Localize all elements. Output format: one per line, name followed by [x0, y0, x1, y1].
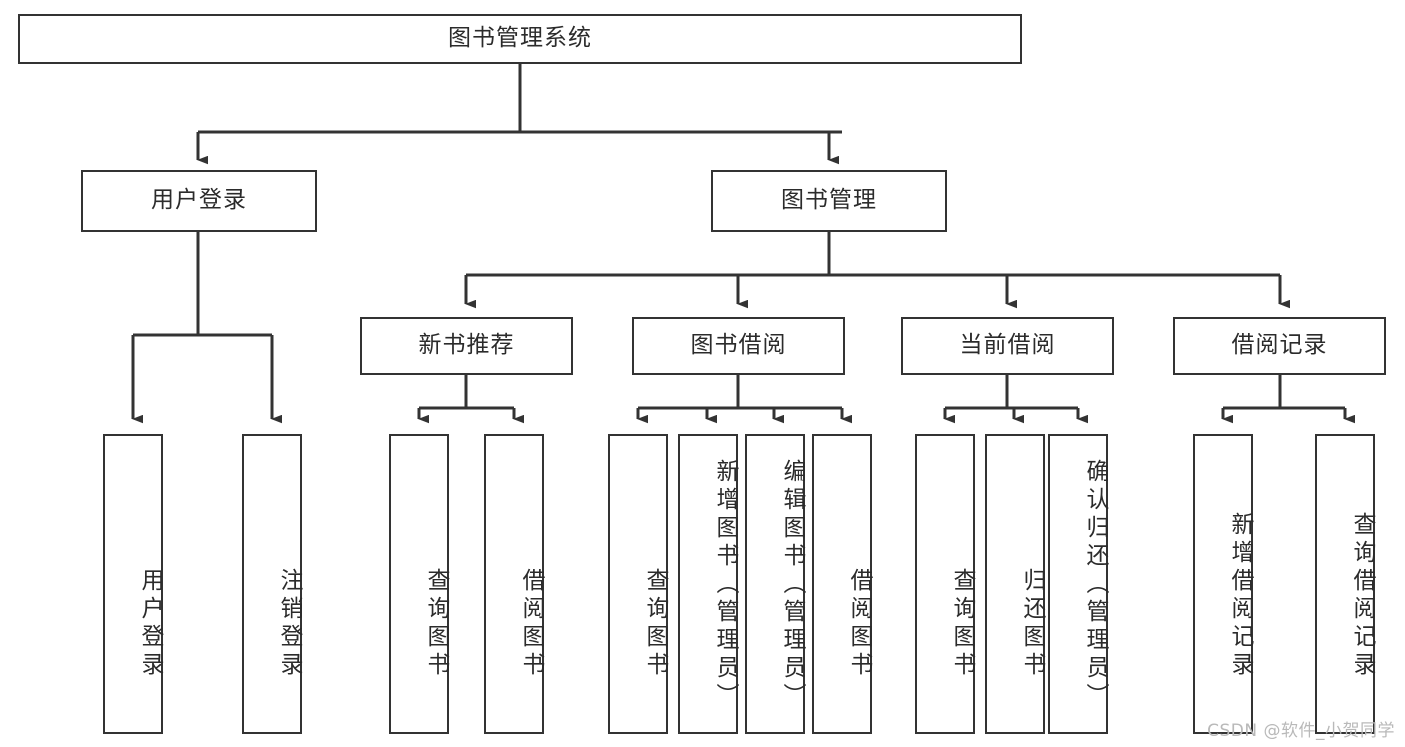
leaf-query-book-2[interactable]: 查询图书: [608, 434, 668, 734]
node-current-borrow[interactable]: 当前借阅: [901, 317, 1114, 375]
edges-bookborrow-to-leaves: [636, 375, 852, 424]
node-root[interactable]: 图书管理系统: [18, 14, 1022, 64]
edges-bookmgmt-to-level3: [464, 232, 1290, 309]
leaf-return-book[interactable]: 归还图书: [985, 434, 1045, 734]
edges-root-to-level2: [196, 64, 842, 165]
node-book-borrow-label: 图书借阅: [690, 332, 787, 359]
leaf-borrow-book-1-label: 借阅图书: [518, 568, 544, 680]
leaf-user-login[interactable]: 用户登录: [103, 434, 163, 734]
leaf-query-record[interactable]: 查询借阅记录: [1315, 434, 1375, 734]
leaf-borrow-book-2[interactable]: 借阅图书: [812, 434, 872, 734]
leaf-confirm-return[interactable]: 确认归还（管理员）: [1048, 434, 1108, 734]
leaf-query-record-label: 查询借阅记录: [1349, 512, 1375, 680]
leaf-query-book-1[interactable]: 查询图书: [389, 434, 449, 734]
edges-borrowrecord-to-leaves: [1221, 375, 1355, 424]
node-new-book-recommend[interactable]: 新书推荐: [360, 317, 573, 375]
node-root-label: 图书管理系统: [448, 25, 592, 52]
leaf-return-book-label: 归还图书: [1019, 568, 1045, 680]
leaf-query-book-3-label: 查询图书: [949, 568, 975, 680]
leaf-edit-book[interactable]: 编辑图书（管理员）: [745, 434, 805, 734]
node-borrow-record-label: 借阅记录: [1231, 332, 1328, 359]
leaf-add-record[interactable]: 新增借阅记录: [1193, 434, 1253, 734]
leaf-borrow-book-2-label: 借阅图书: [846, 568, 872, 680]
leaf-query-book-1-label: 查询图书: [423, 568, 449, 680]
leaf-logout[interactable]: 注销登录: [242, 434, 302, 734]
leaf-logout-label: 注销登录: [276, 568, 302, 680]
leaf-confirm-return-label: 确认归还（管理员）: [1082, 459, 1108, 711]
node-book-borrow[interactable]: 图书借阅: [632, 317, 845, 375]
leaf-add-book[interactable]: 新增图书（管理员）: [678, 434, 738, 734]
edges-userlogin-to-leaves: [131, 232, 282, 424]
node-user-login[interactable]: 用户登录: [81, 170, 317, 232]
node-new-book-recommend-label: 新书推荐: [418, 332, 515, 359]
node-user-login-label: 用户登录: [151, 187, 247, 214]
node-book-management-label: 图书管理: [781, 187, 877, 214]
node-book-management[interactable]: 图书管理: [711, 170, 947, 232]
leaf-borrow-book-1[interactable]: 借阅图书: [484, 434, 544, 734]
edges-currentborrow-to-leaves: [943, 375, 1088, 424]
node-current-borrow-label: 当前借阅: [959, 332, 1056, 359]
leaf-user-login-label: 用户登录: [137, 568, 163, 680]
node-borrow-record[interactable]: 借阅记录: [1173, 317, 1386, 375]
edges-newbook-to-leaves: [417, 375, 524, 424]
leaf-edit-book-label: 编辑图书（管理员）: [779, 459, 805, 711]
leaf-add-record-label: 新增借阅记录: [1227, 512, 1253, 680]
leaf-query-book-2-label: 查询图书: [642, 568, 668, 680]
leaf-query-book-3[interactable]: 查询图书: [915, 434, 975, 734]
leaf-add-book-label: 新增图书（管理员）: [712, 459, 738, 711]
